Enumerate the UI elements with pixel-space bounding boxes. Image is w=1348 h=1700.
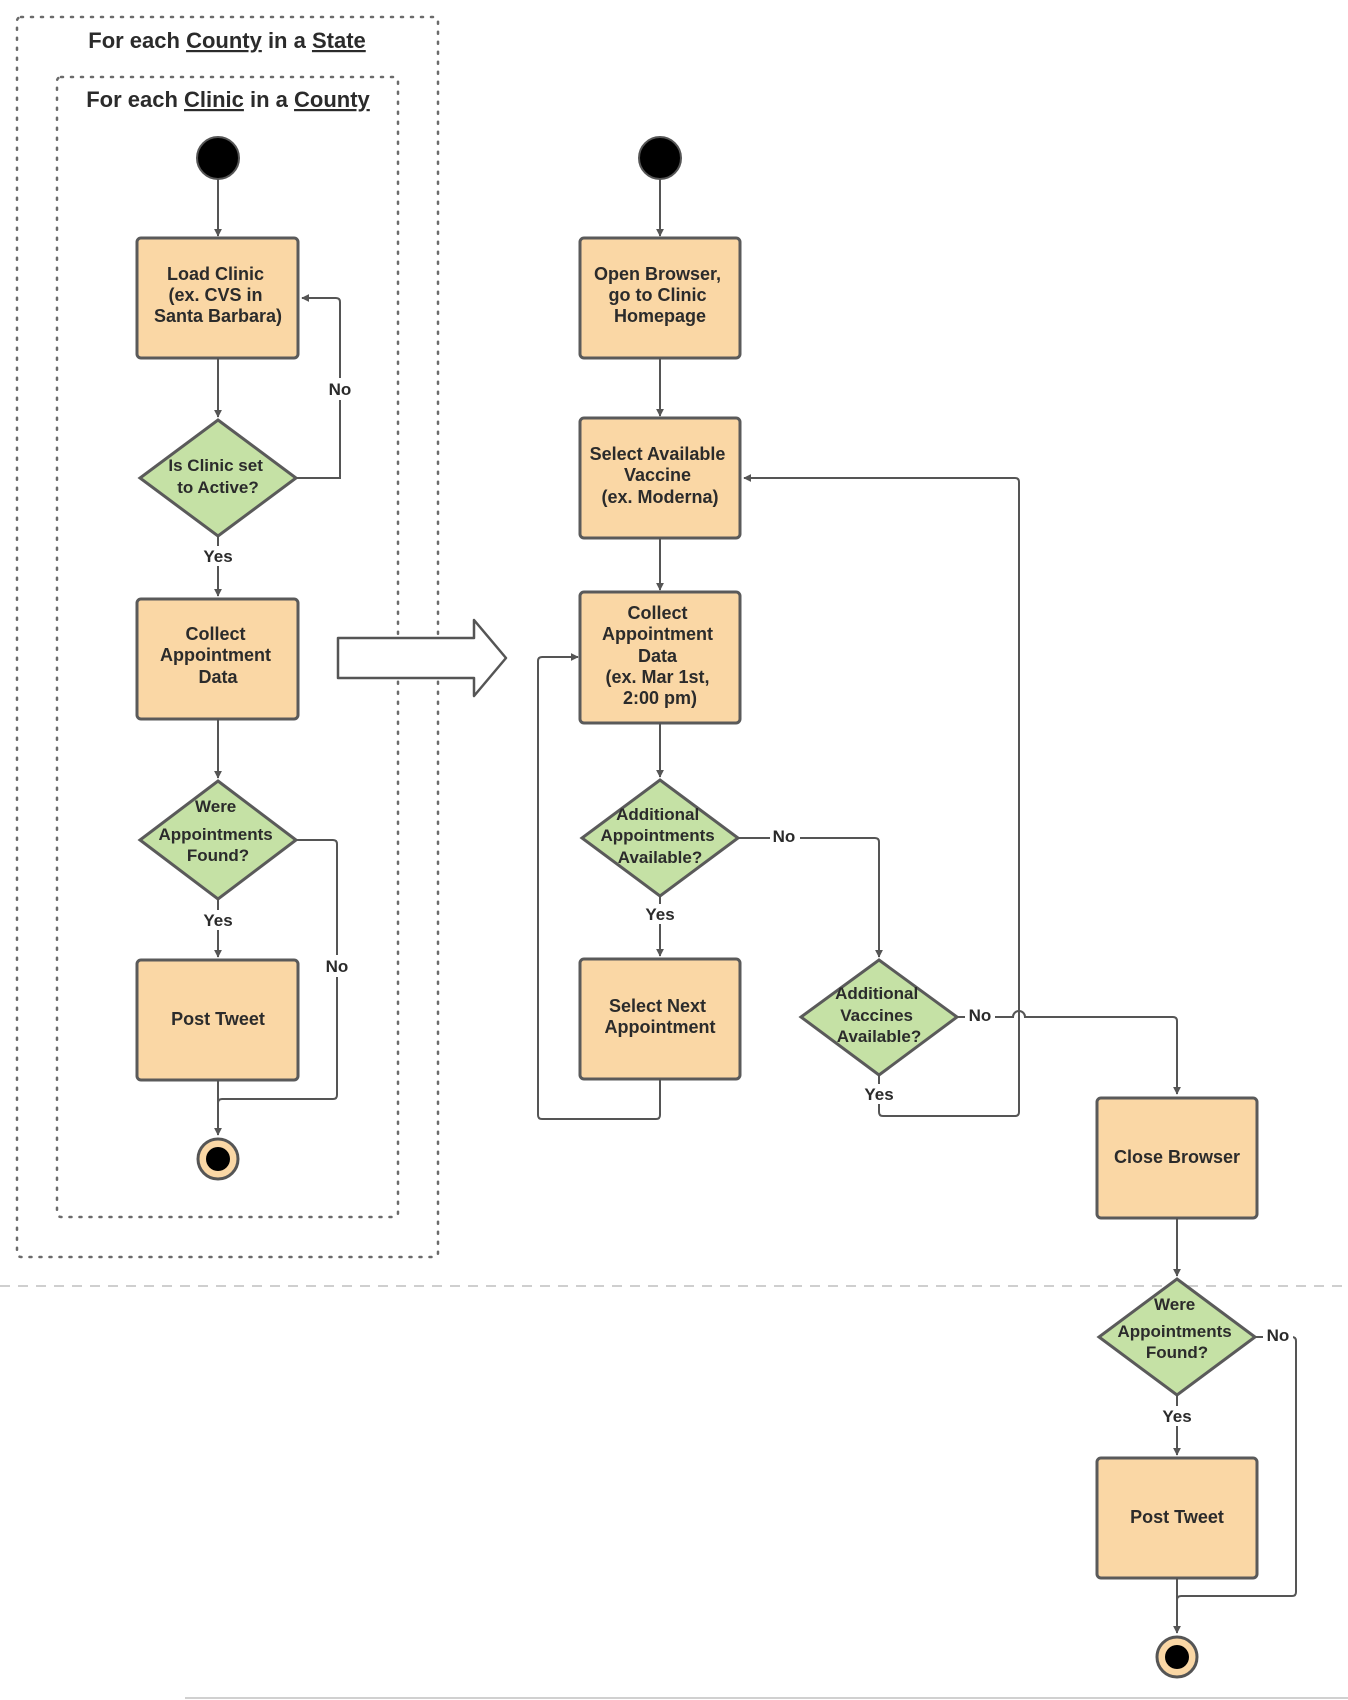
right-more-vaccines-label: Additional Vaccines Available? <box>835 984 923 1046</box>
right-yes-appts-label: Yes <box>645 905 674 924</box>
state-frame-title: For each County in a State <box>88 28 366 53</box>
right-select-next-label: Select Next Appointment <box>605 996 716 1037</box>
right-start-node <box>638 136 682 180</box>
state-frame <box>15 15 440 1259</box>
right-no-appts-label: No <box>773 827 796 846</box>
right-post-tweet-label: Post Tweet <box>1130 1507 1224 1527</box>
right-yes-found-label: Yes <box>1162 1407 1191 1426</box>
left-collect-label: Collect Appointment Data <box>160 624 276 687</box>
right-yes-vaccines-label: Yes <box>864 1085 893 1104</box>
right-collect-label: Collect Appointment Data (ex. Mar 1st, 2… <box>602 603 718 708</box>
right-close-browser-label: Close Browser <box>1114 1147 1240 1167</box>
right-more-appts-label: Additional Appointments Available? <box>600 805 719 867</box>
left-no-found-label: No <box>326 957 349 976</box>
county-frame-title: For each Clinic in a County <box>86 87 370 112</box>
left-post-tweet-label: Post Tweet <box>171 1009 265 1029</box>
left-found-label: Were Appointments Found? <box>158 797 277 865</box>
county-frame <box>55 75 400 1219</box>
left-yes-found-label: Yes <box>203 911 232 930</box>
right-found-label: Were Appointments Found? <box>1117 1295 1236 1362</box>
left-is-active-label: Is Clinic set to Active? <box>168 456 267 497</box>
left-load-clinic-label: Load Clinic (ex. CVS in Santa Barbara) <box>154 264 282 326</box>
left-no-active-label: No <box>329 380 352 399</box>
left-yes-active-label: Yes <box>203 547 232 566</box>
right-no-found-label: No <box>1267 1326 1290 1345</box>
left-start-node <box>196 136 240 180</box>
right-open-browser-label: Open Browser, go to Clinic Homepage <box>594 264 726 326</box>
transition-arrow <box>336 618 508 698</box>
right-select-vaccine-label: Select Available Vaccine (ex. Moderna) <box>590 444 731 507</box>
right-no-vaccines-label: No <box>969 1006 992 1025</box>
